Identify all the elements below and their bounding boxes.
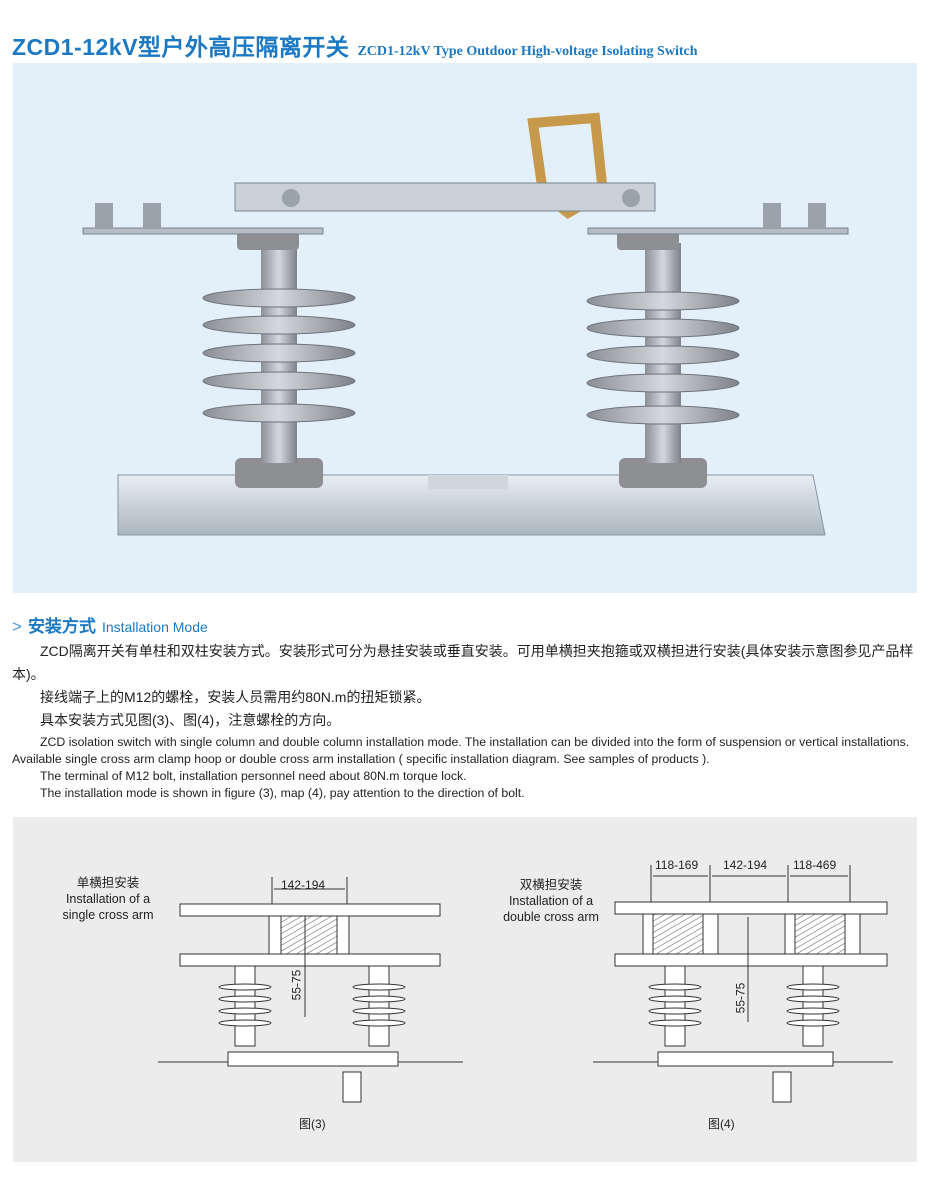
figure-4-caption: 图(4) — [708, 1117, 735, 1131]
figure-3-drawing — [158, 877, 463, 1103]
label-cn: 单横担安装 — [76, 876, 140, 890]
figure-4-drawing — [593, 865, 893, 1103]
label-cn: 双横担安装 — [519, 878, 583, 892]
body-text-cn: ZCD隔离开关有单柱和双柱安装方式。安装形式可分为悬挂安装或垂直安装。可用单横担… — [12, 640, 918, 732]
paragraph: ZCD隔离开关有单柱和双柱安装方式。安装形式可分为悬挂安装或垂直安装。可用单横担… — [12, 643, 914, 682]
title-en: ZCD1-12kV Type Outdoor High-voltage Isol… — [357, 44, 698, 59]
label-en: single cross arm — [62, 908, 154, 922]
dimension-label: 142-194 — [281, 878, 326, 892]
paragraph: ZCD isolation switch with single column … — [12, 735, 910, 766]
section-title-en: Installation Mode — [101, 619, 208, 635]
figure-4-label: 双横担安装 Installation of a double cross arm — [491, 877, 611, 925]
body-text-en: ZCD isolation switch with single column … — [12, 734, 918, 802]
label-en: Installation of a — [65, 892, 151, 906]
product-photo — [13, 63, 917, 593]
dimension-label: 142-194 — [723, 858, 768, 872]
chevron-right-icon: > — [12, 617, 22, 636]
dimension-label: 55-75 — [733, 982, 748, 1014]
paragraph: The installation mode is shown in figure… — [40, 786, 525, 800]
title-cn: ZCD1-12kV型户外高压隔离开关 — [12, 34, 350, 60]
paragraph: The terminal of M12 bolt, installation p… — [40, 769, 467, 783]
page-title: ZCD1-12kV型户外高压隔离开关 ZCD1-12kV Type Outdoo… — [12, 28, 698, 62]
dimension-label: 118-469 — [793, 858, 837, 872]
installation-diagrams: 单横担安装 Installation of a single cross arm… — [13, 817, 917, 1162]
dimension-label: 118-169 — [655, 858, 699, 872]
section-title-cn: 安装方式 — [27, 617, 96, 636]
figure-3-label: 单横担安装 Installation of a single cross arm — [53, 875, 163, 923]
label-en: Installation of a — [508, 894, 594, 908]
paragraph: 接线端子上的M12的螺栓，安装人员需用约80N.m的扭矩锁紧。 — [40, 689, 431, 705]
paragraph: 具本安装方式见图(3)、图(4)，注意螺栓的方向。 — [40, 712, 341, 728]
section-heading: > 安装方式 Installation Mode — [12, 612, 208, 637]
figure-3-caption: 图(3) — [299, 1117, 326, 1131]
dimension-label: 55-75 — [289, 969, 304, 1001]
label-en: double cross arm — [503, 910, 599, 924]
